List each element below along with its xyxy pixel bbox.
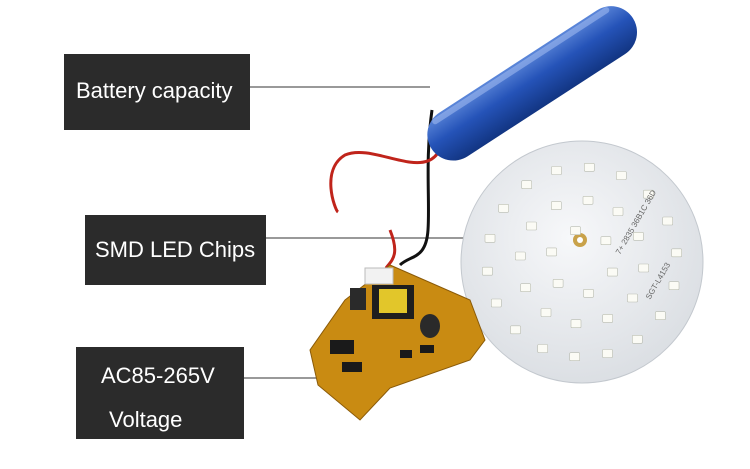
battery-capacity-label: Battery capacity <box>64 54 250 130</box>
led-chip <box>671 248 682 258</box>
led-chip <box>482 266 493 276</box>
led-chip <box>643 189 654 199</box>
led-chip <box>521 180 533 189</box>
led-chip <box>602 349 613 358</box>
battery-capacity-text: Battery capacity <box>76 78 233 103</box>
battery-image <box>427 6 638 161</box>
led-chip <box>602 314 614 323</box>
led-chip <box>570 226 581 235</box>
led-chip <box>615 171 627 180</box>
led-chip <box>484 234 496 243</box>
led-chip <box>510 325 521 335</box>
led-chip <box>550 201 562 210</box>
led-chip <box>638 263 650 273</box>
led-chip <box>655 311 666 321</box>
led-chip <box>537 344 549 353</box>
led-chip <box>546 247 557 257</box>
led-chip <box>498 204 509 213</box>
led-chip <box>514 251 526 261</box>
led-chip <box>633 232 644 241</box>
led-chip <box>583 288 594 298</box>
led-chip <box>490 298 502 308</box>
black-wire <box>398 109 434 267</box>
led-chip <box>627 293 638 303</box>
driver-board-image <box>309 264 486 421</box>
led-chip <box>668 281 680 291</box>
led-chip <box>540 308 552 317</box>
smd-led-chips-text: SMD LED Chips <box>95 237 256 262</box>
voltage-label: AC85-265V Voltage <box>76 347 244 439</box>
led-chip <box>551 166 562 175</box>
led-chip <box>612 207 624 216</box>
led-chip <box>570 319 582 329</box>
led-chip <box>583 163 595 172</box>
smd-led-chips-label: SMD LED Chips <box>85 215 266 285</box>
led-chip <box>569 352 581 362</box>
voltage-text: Voltage <box>109 407 183 432</box>
led-chip <box>552 278 564 288</box>
led-chip <box>600 236 612 245</box>
led-board-image: 7+ 2835 36B1C 36D SGT-L4153 <box>460 140 704 384</box>
led-chip <box>662 216 674 226</box>
voltage-range-text: AC85-265V <box>101 363 215 388</box>
led-chip <box>520 283 531 293</box>
led-chip <box>607 267 618 277</box>
red-wire <box>329 119 447 269</box>
led-chip <box>526 221 537 231</box>
led-chip <box>631 334 643 344</box>
led-chip <box>582 196 594 205</box>
